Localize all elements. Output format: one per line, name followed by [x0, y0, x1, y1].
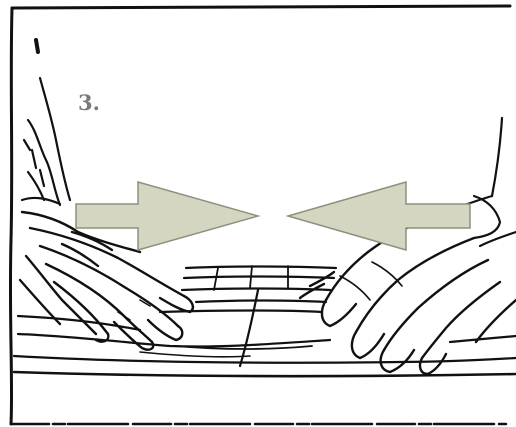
- right-hand: [300, 210, 516, 374]
- step-number: 3.: [78, 92, 100, 113]
- arrow-pointing-left: [288, 182, 470, 250]
- arrow-pointing-right: [76, 182, 258, 250]
- keyboard: [14, 266, 516, 376]
- left-forearm: [22, 78, 70, 205]
